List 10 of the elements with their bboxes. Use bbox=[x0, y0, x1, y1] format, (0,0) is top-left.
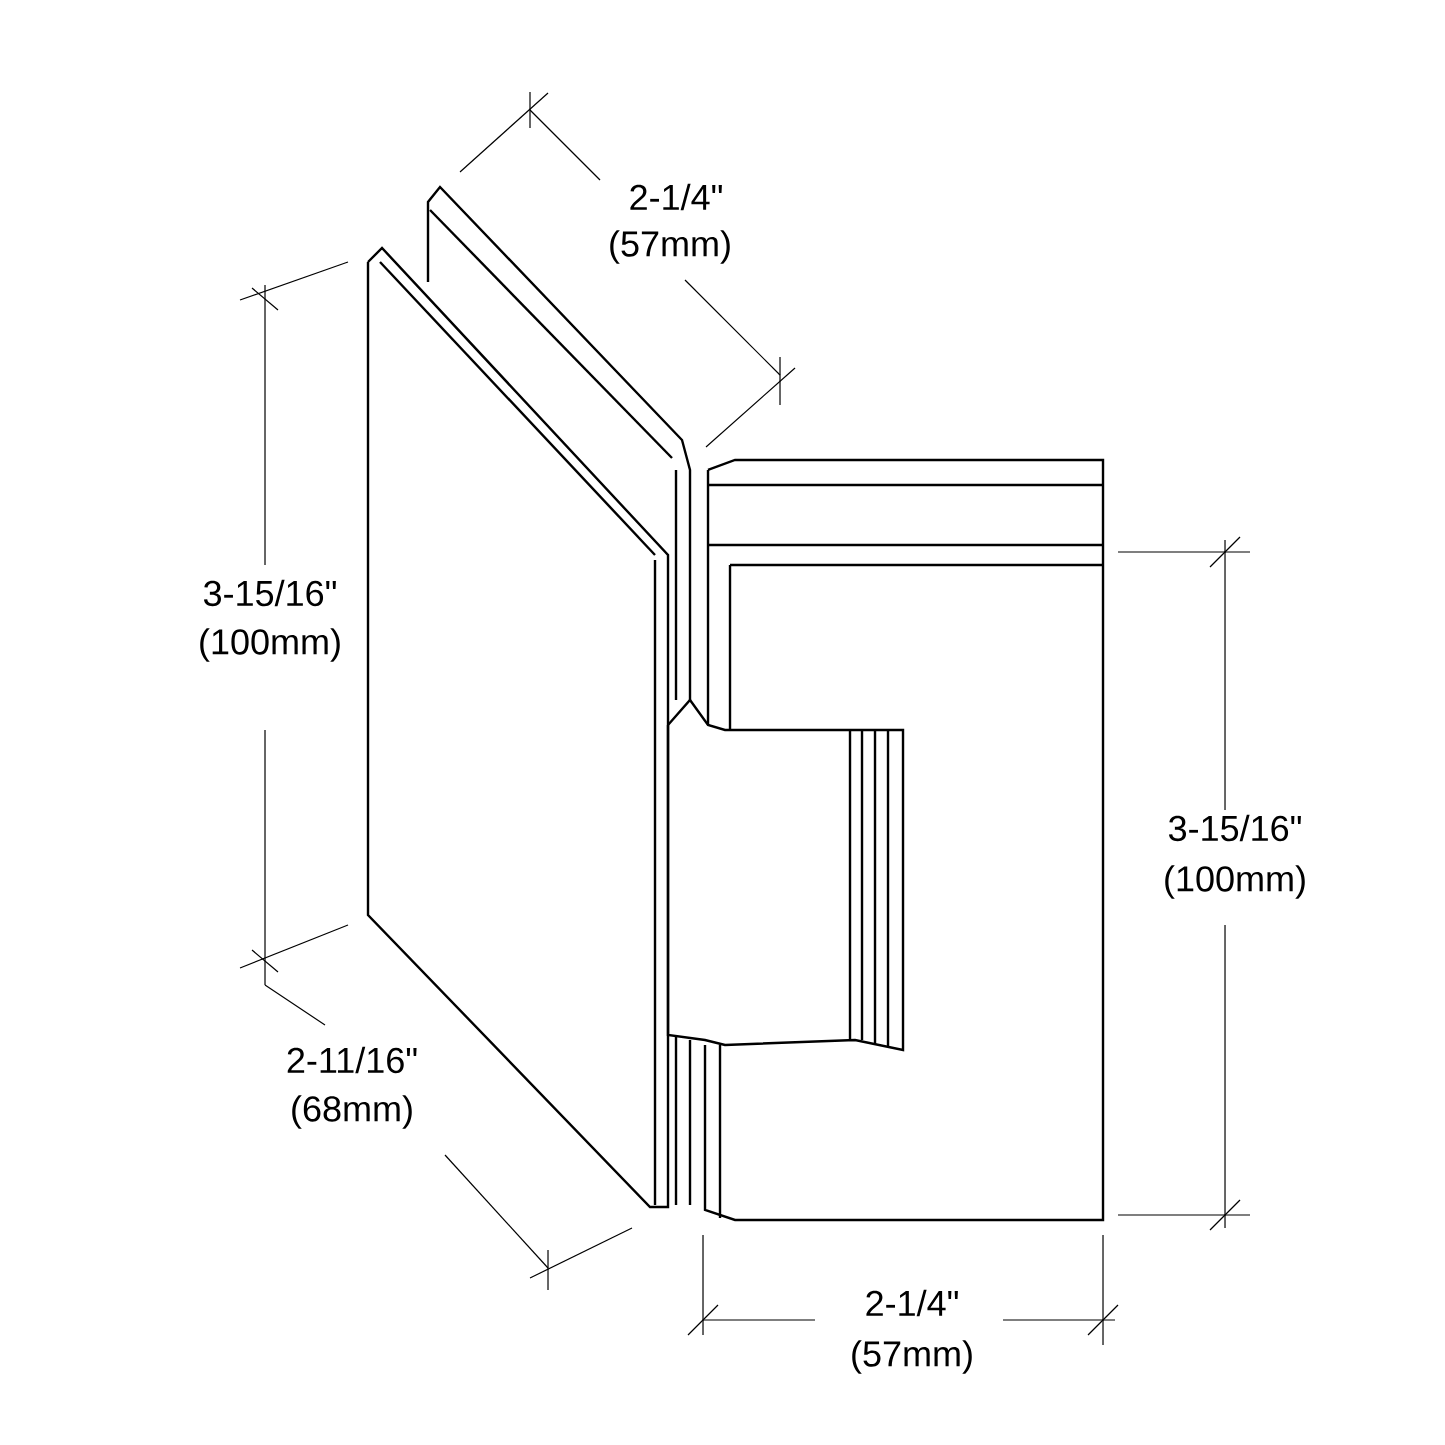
dimension-label: 3-15/16" bbox=[1168, 814, 1301, 842]
dimension-label: 2-1/4" bbox=[630, 183, 722, 211]
dimension-label: (57mm) bbox=[852, 1340, 972, 1374]
dimension-label: (57mm) bbox=[610, 230, 730, 264]
dimension-label: (100mm) bbox=[200, 628, 340, 662]
dimension-label: 2-11/16" bbox=[287, 1046, 417, 1074]
dimension-label: (68mm) bbox=[292, 1095, 412, 1129]
dimension-label: 2-1/4" bbox=[866, 1289, 958, 1317]
dimension-label: 3-15/16" bbox=[203, 579, 336, 607]
dimension-label: (100mm) bbox=[1165, 865, 1305, 899]
